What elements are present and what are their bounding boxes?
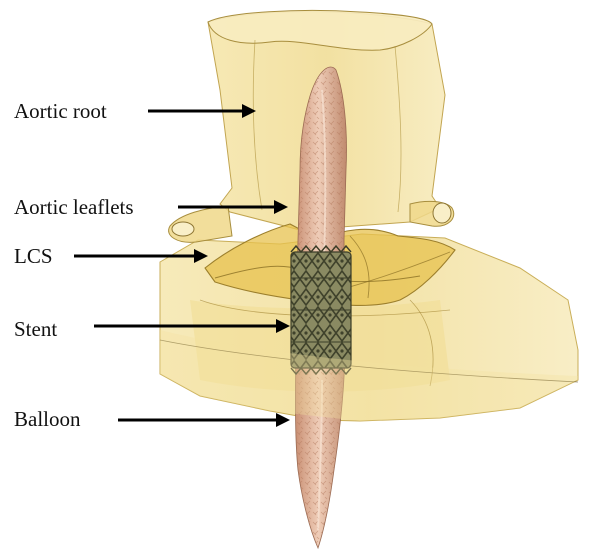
- right-coronary-opening: [433, 203, 451, 223]
- label-aortic-leaflets: Aortic leaflets: [14, 197, 134, 218]
- arrow-balloon: [118, 413, 290, 427]
- label-stent: Stent: [14, 319, 57, 340]
- label-aortic-root: Aortic root: [14, 101, 107, 122]
- left-coronary-opening: [172, 222, 194, 236]
- label-balloon: Balloon: [14, 409, 81, 430]
- label-lcs: LCS: [14, 246, 53, 267]
